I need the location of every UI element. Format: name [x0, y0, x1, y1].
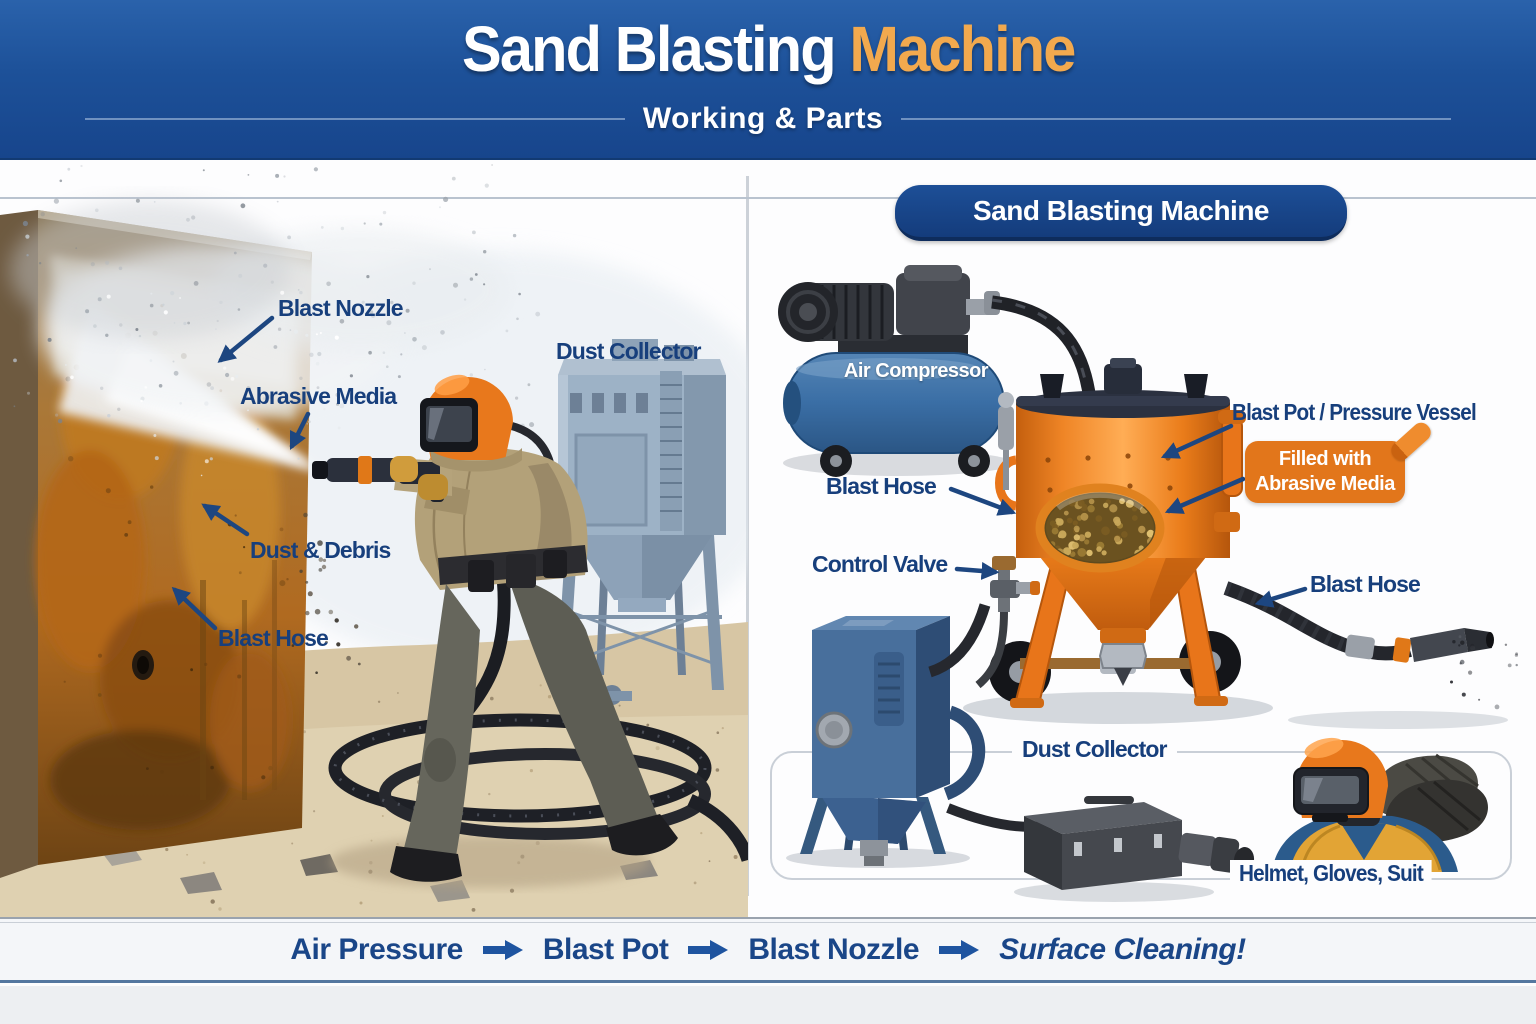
panel-top-rule: [0, 197, 1536, 199]
subtitle-line-right: [901, 118, 1452, 120]
process-flow-bar: Air Pressure Blast Pot Blast Nozzle Surf…: [0, 917, 1536, 983]
collector-hose: [928, 603, 991, 678]
blasting-scene-illustration: [0, 164, 748, 918]
right-panel-title-badge: Sand Blasting Machine: [895, 185, 1347, 241]
label-abrasive-media: Abrasive Media: [240, 383, 397, 409]
filled-line1: Filled with: [1278, 448, 1372, 470]
label-air-compressor: Air Compressor: [843, 360, 989, 382]
portable-dust-collector: [1014, 796, 1255, 902]
label-ppe: Helmet, Gloves, Suit: [1230, 860, 1432, 887]
label-blast-hose-right-panel-left: Blast Hose: [826, 473, 937, 499]
flow-step-surface-cleaning: Surface Cleaning!: [999, 932, 1246, 966]
label-blast-hose-right-panel-right: Blast Hose: [1310, 571, 1421, 597]
worker: [312, 374, 678, 882]
flow-arrow-icon: [482, 939, 523, 960]
title-accent: Machine: [849, 13, 1076, 85]
subtitle-row: Working & Parts: [0, 102, 1536, 136]
filled-line2: Abrasive Media: [1255, 473, 1395, 495]
blast-hose-coils: [328, 713, 748, 862]
flow-arrow-icon: [688, 939, 729, 960]
header-banner: Sand Blasting Machine Working & Parts: [0, 0, 1536, 160]
label-control-valve: Control Valve: [812, 551, 948, 577]
flow-step-blast-nozzle: Blast Nozzle: [748, 932, 920, 966]
blast-pot: [963, 358, 1273, 724]
subtitle-line-left: [84, 118, 625, 120]
dust-collector-unit: [786, 616, 1068, 868]
air-compressor: [778, 265, 1013, 477]
flow-arrow-icon: [939, 939, 980, 960]
title-main: Sand Blasting: [461, 13, 837, 85]
label-dust-collector-right: Dust Collector: [1012, 736, 1177, 763]
filled-with-abrasive-badge: Filled with Abrasive Media: [1245, 441, 1405, 503]
page-title: Sand Blasting Machine: [461, 12, 1076, 86]
flow-step-blast-pot: Blast Pot: [542, 932, 669, 966]
page-subtitle: Working & Parts: [642, 102, 884, 135]
label-blast-hose-left-panel: Blast Hose: [218, 625, 329, 651]
ppe-helmet-gloves: [1272, 737, 1488, 872]
footer-space: [0, 986, 1536, 1024]
label-blast-pot: Blast Pot / Pressure Vessel: [1232, 399, 1477, 425]
machine-parts-illustration: [778, 265, 1518, 902]
flow-step-air-pressure: Air Pressure: [290, 932, 463, 966]
label-dust-collector-left: Dust Collector: [556, 338, 701, 364]
label-blast-nozzle: Blast Nozzle: [278, 295, 404, 321]
label-dust-debris: Dust & Debris: [250, 537, 391, 563]
